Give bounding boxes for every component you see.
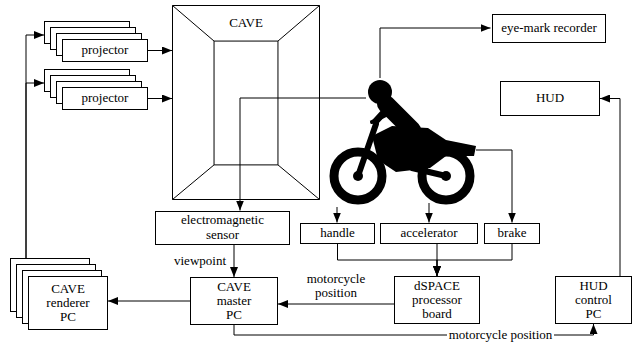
connector [26,35,44,258]
stack-sheet [29,277,108,330]
connector [437,244,512,276]
edge-label-patch: motorcycle position [301,272,371,301]
edge-label: viewpoint [174,254,226,268]
projector-stack: projector [44,21,148,62]
cube-edge [214,41,278,165]
pc-box: CAVE master PC [190,277,278,325]
input-box: accelerator [380,223,478,244]
node-label: CAVE renderer PC [43,282,93,325]
stack-sheet [63,88,148,110]
edge-label-patch: motorcycle position [447,327,555,343]
edge-label-patch: viewpoint [172,253,228,269]
connector [600,99,620,277]
head-sensor-line [240,98,366,211]
rider-leg [396,130,412,164]
device-box: HUD [500,81,600,116]
cube-edge [278,6,320,42]
connector [26,83,44,258]
connector [148,98,172,99]
node-label: projector [82,91,129,105]
cave-cube: CAVE [172,5,320,200]
front-fork [358,124,376,176]
cube-edge [173,6,320,200]
input-box: brake [484,223,540,244]
eye-tracking-line [380,28,491,78]
node-label: brake [498,226,527,240]
connector [234,245,235,278]
swingarm [412,168,446,176]
rider-arm [376,110,386,121]
node-label: HUD control PC [571,279,617,322]
edge-label: motorcycle position [303,272,369,301]
stack-sheet [63,40,148,62]
connector [108,301,190,302]
node-label: HUD [536,91,564,105]
connector [148,50,172,51]
edge-label: motorcycle position [449,328,553,342]
rider-torso [386,104,412,130]
device-box: eye-mark recorder [492,14,606,43]
brake-input-line [476,150,512,223]
node-label: accelerator [400,226,457,240]
pc-box: HUD control PC [555,276,632,324]
node-label: handle [320,226,355,240]
processor-box: dSPACE processor board [394,276,480,324]
node-label: dSPACE processor board [409,279,465,322]
handle-input-line [337,207,338,223]
node-label: projector [82,43,129,57]
cube-edge [173,165,215,200]
motorcycle-body [372,126,476,172]
node-label: electromagnetic sensor [175,213,271,242]
accelerator-input-line [429,203,430,223]
node-label: eye-mark recorder [501,21,597,35]
pc-stack: CAVE renderer PC [10,258,108,330]
cube-outline [172,5,320,200]
node-label: CAVE master PC [211,280,257,323]
input-box: handle [300,223,375,244]
connector [278,304,394,305]
cube-edge [173,6,215,42]
cube-edge [278,165,320,200]
node-label: CAVE [229,16,263,30]
sensor-box: electromagnetic sensor [155,211,290,245]
projector-stack: projector [44,69,148,110]
